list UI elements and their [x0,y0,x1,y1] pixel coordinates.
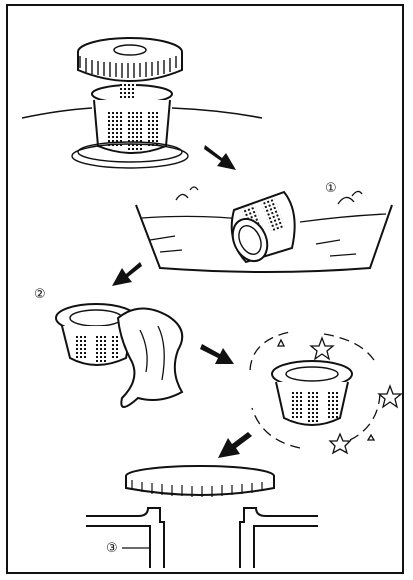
filter-cap-icon [125,465,275,497]
ripple-lines [71,141,189,169]
arrow-icon [112,262,142,286]
diagram-border [6,4,404,574]
mesh-filter-icon [230,190,296,264]
sparkle-star-icon [276,336,403,455]
mesh-filter-icon [271,360,353,426]
step-2-number: ② [34,287,46,302]
surface-line [21,107,263,119]
step-1-number: ① [325,181,337,196]
cloth-icon [116,307,184,408]
step-3-label: ③ [106,541,150,556]
drain-pipe-icon [86,507,318,568]
sparkle-circle [249,331,381,449]
step-1-label: ① [325,181,337,196]
arrow-icon [204,145,236,170]
step-3-number: ③ [106,541,118,556]
mesh-filter-icon [55,303,137,366]
arrow-icon [218,432,252,458]
step-2-label: ② [34,287,46,302]
filter-cap-icon [77,37,183,82]
arrow-icon [200,344,234,364]
